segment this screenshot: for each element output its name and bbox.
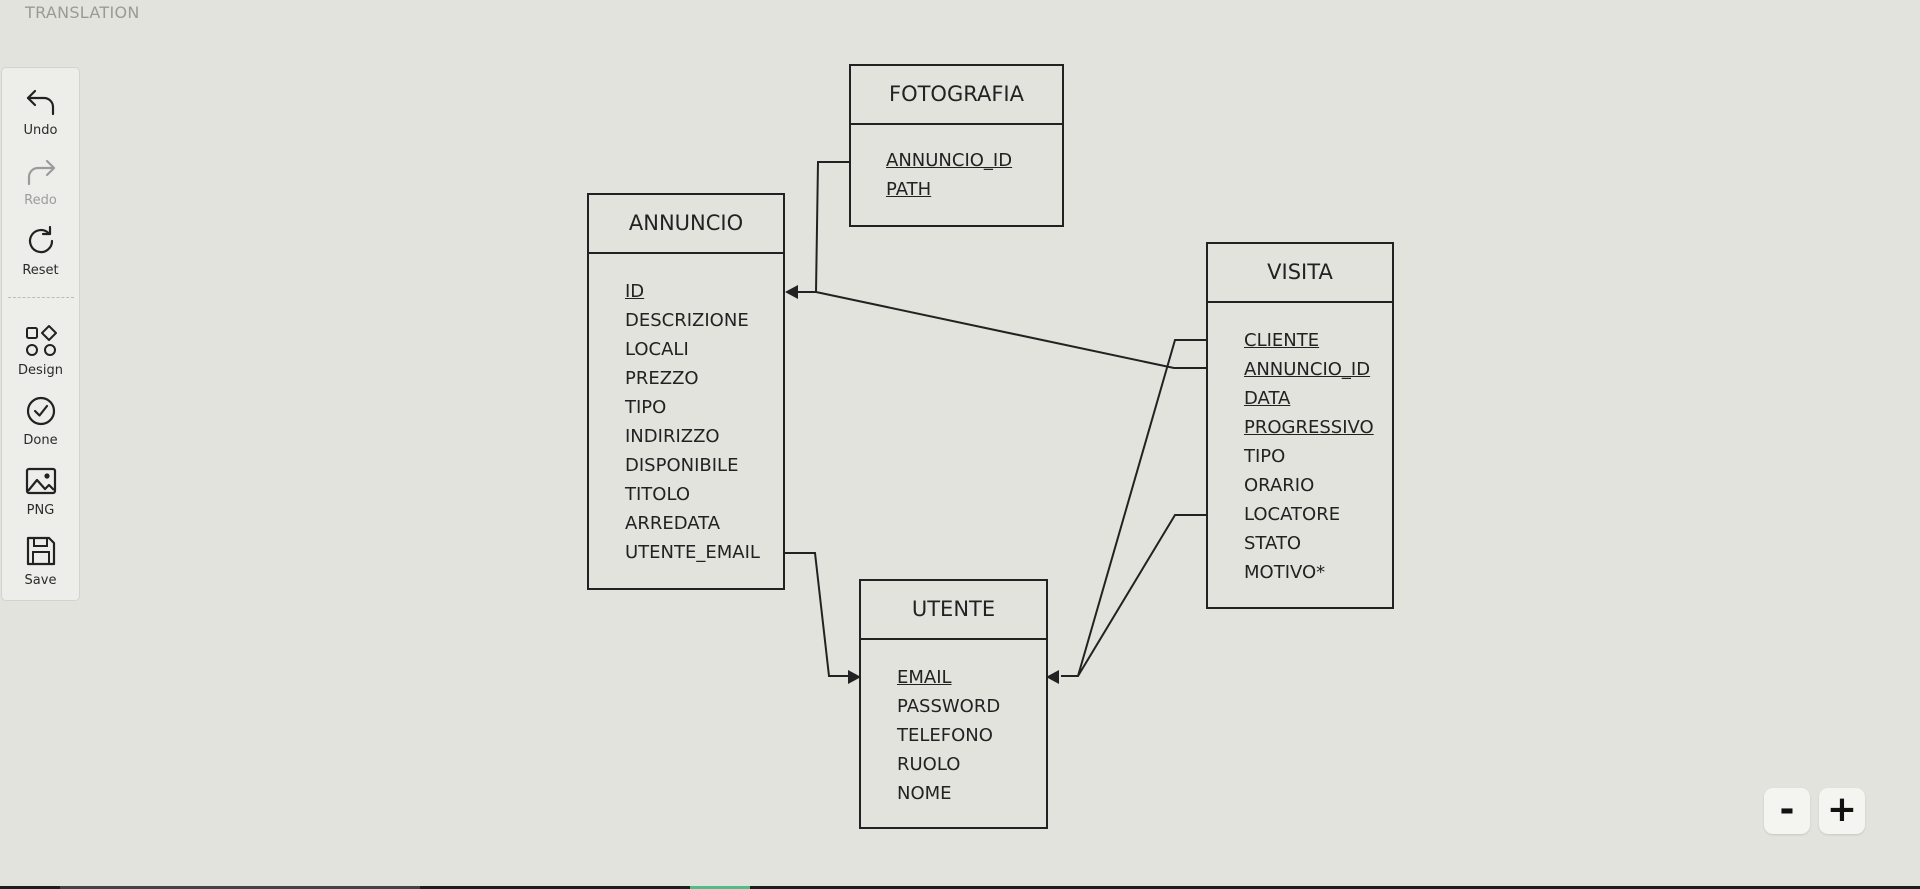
- redo-label: Redo: [24, 193, 57, 208]
- attribute: PASSWORD: [897, 696, 1001, 717]
- arrow-utente-email-right: [1046, 670, 1059, 684]
- toolbar: Undo Redo Reset Design: [1, 67, 80, 601]
- entity-title: UTENTE: [861, 581, 1046, 640]
- attribute-pk: PROGRESSIVO: [1244, 417, 1374, 438]
- arrow-annuncio-id: [785, 285, 798, 299]
- fk-visita-cliente: [1061, 339, 1208, 677]
- attribute: LOCATORE: [1244, 504, 1341, 525]
- zoom-out-button[interactable]: -: [1764, 788, 1810, 834]
- attribute: LOCALI: [625, 339, 689, 360]
- attribute: DESCRIZIONE: [625, 310, 749, 331]
- attribute: TIPO: [625, 397, 667, 418]
- png-export-button[interactable]: PNG: [2, 463, 79, 527]
- reset-button[interactable]: Reset: [2, 223, 79, 287]
- design-button[interactable]: Design: [2, 323, 79, 387]
- status-segment-active: [690, 886, 750, 889]
- attribute: ARREDATA: [625, 513, 721, 534]
- fk-fotografia-annuncio: [798, 161, 849, 293]
- attribute-pk: DATA: [1244, 388, 1291, 409]
- attribute-pk: ID: [625, 281, 645, 302]
- fk-annuncio-utente: [784, 552, 848, 677]
- done-button[interactable]: Done: [2, 393, 79, 457]
- png-label: PNG: [26, 503, 55, 518]
- zoom-in-button[interactable]: +: [1819, 788, 1865, 834]
- check-circle-icon: [26, 396, 55, 426]
- redo-button[interactable]: Redo: [2, 153, 79, 217]
- status-segment: [60, 886, 420, 889]
- toolbar-divider: [8, 297, 74, 298]
- entity-utente[interactable]: UTENTE EMAIL PASSWORD TELEFONO RUOLO NOM…: [859, 579, 1048, 829]
- fk-visita-annuncio: [815, 291, 1208, 369]
- attribute: NOME: [897, 783, 952, 804]
- attribute: RUOLO: [897, 754, 961, 775]
- undo-button[interactable]: Undo: [2, 83, 79, 147]
- attribute-pk: PATH: [886, 179, 932, 200]
- attribute: UTENTE_EMAIL: [625, 542, 760, 563]
- reset-icon: [28, 225, 53, 254]
- entity-title: VISITA: [1208, 244, 1392, 303]
- attribute: PREZZO: [625, 368, 699, 389]
- design-label: Design: [18, 363, 63, 378]
- attribute: TITOLO: [625, 484, 691, 505]
- reset-label: Reset: [22, 263, 59, 278]
- entity-fotografia[interactable]: FOTOGRAFIA ANNUNCIO_ID PATH: [849, 64, 1064, 227]
- attribute: MOTIVO*: [1244, 562, 1326, 583]
- attribute: INDIRIZZO: [625, 426, 720, 447]
- attribute-pk: EMAIL: [897, 667, 952, 688]
- attribute: DISPONIBILE: [625, 455, 739, 476]
- attribute: TELEFONO: [897, 725, 993, 746]
- attribute-pk: ANNUNCIO_ID: [1244, 359, 1371, 380]
- undo-icon: [26, 89, 54, 116]
- bottom-status-bar: [0, 886, 1920, 889]
- shapes-icon: [25, 325, 57, 356]
- entity-attributes: ID DESCRIZIONE LOCALI PREZZO TIPO INDIRI…: [589, 254, 783, 567]
- attribute: TIPO: [1244, 446, 1286, 467]
- save-label: Save: [24, 573, 57, 588]
- entity-title: FOTOGRAFIA: [851, 66, 1062, 125]
- attribute-pk: ANNUNCIO_ID: [886, 150, 1013, 171]
- redo-icon: [27, 159, 55, 186]
- mode-label: TRANSLATION: [25, 3, 140, 22]
- entity-annuncio[interactable]: ANNUNCIO ID DESCRIZIONE LOCALI PREZZO TI…: [587, 193, 785, 590]
- save-button[interactable]: Save: [2, 533, 79, 597]
- arrow-utente-email-left: [848, 670, 861, 684]
- fk-visita-locatore: [1077, 514, 1208, 677]
- done-label: Done: [23, 433, 58, 448]
- save-icon: [26, 536, 55, 566]
- entity-attributes: CLIENTE ANNUNCIO_ID DATA PROGRESSIVO TIP…: [1208, 303, 1392, 587]
- undo-label: Undo: [23, 123, 58, 138]
- entity-attributes: EMAIL PASSWORD TELEFONO RUOLO NOME: [861, 640, 1046, 808]
- entity-visita[interactable]: VISITA CLIENTE ANNUNCIO_ID DATA PROGRESS…: [1206, 242, 1394, 609]
- attribute: ORARIO: [1244, 475, 1315, 496]
- image-icon: [25, 467, 56, 495]
- entity-attributes: ANNUNCIO_ID PATH: [851, 125, 1062, 204]
- attribute: STATO: [1244, 533, 1302, 554]
- attribute-pk: CLIENTE: [1244, 330, 1320, 351]
- entity-title: ANNUNCIO: [589, 195, 783, 254]
